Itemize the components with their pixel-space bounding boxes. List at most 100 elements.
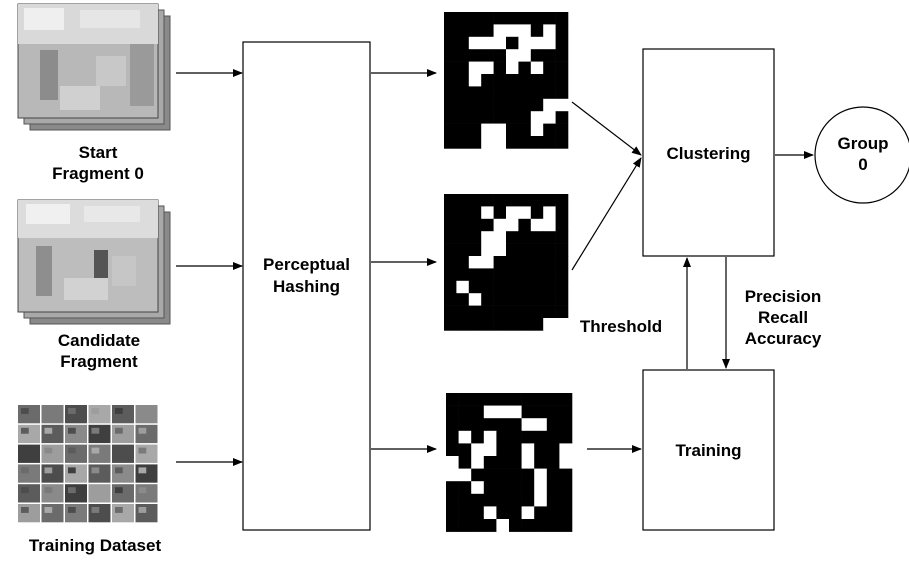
hash1-cell xyxy=(530,49,544,62)
dataset-thumbnail-detail xyxy=(68,408,76,414)
hash3-cell xyxy=(446,468,459,482)
dataset-thumbnail-detail xyxy=(91,487,100,494)
hash1-cell xyxy=(555,12,569,25)
hash1-cell xyxy=(481,24,494,38)
hash3-cell xyxy=(496,393,510,406)
hash1-cell xyxy=(493,49,507,62)
hash3-cell xyxy=(483,393,497,406)
hash2-cell xyxy=(481,206,494,220)
hash1-cell xyxy=(456,86,470,100)
dataset-thumbnail xyxy=(65,405,87,424)
hash3-cell xyxy=(509,443,522,457)
hash2-cell xyxy=(518,231,532,244)
dataset-thumbnail-detail xyxy=(138,447,147,454)
dataset-thumbnail-detail xyxy=(115,447,123,454)
hash2-cell xyxy=(530,305,544,319)
hash3-cell xyxy=(534,456,548,469)
hash1-cell xyxy=(493,86,507,100)
hash1-cell xyxy=(543,74,556,87)
hash1-cell xyxy=(468,12,482,25)
candidate-fragment-label: Candidate Fragment xyxy=(24,330,174,372)
dataset-thumbnail-detail xyxy=(138,507,147,513)
hash2-cell xyxy=(481,293,494,306)
hash3-cell xyxy=(521,506,535,520)
hash3-cell xyxy=(509,493,522,507)
hash2-cell xyxy=(555,318,569,331)
hash3-cell xyxy=(496,405,510,419)
dataset-thumbnail-detail xyxy=(115,408,123,414)
dataset-thumbnail-detail xyxy=(44,447,53,454)
hash2-cell xyxy=(555,194,569,207)
hash2-cell xyxy=(506,256,519,269)
hash1-cell xyxy=(530,36,544,50)
hash2-cell xyxy=(543,231,556,244)
hash3-cell xyxy=(458,468,472,482)
dataset-thumbnail-detail xyxy=(44,467,53,474)
hash3-cell xyxy=(496,481,510,495)
hash1-cell xyxy=(555,49,569,62)
dataset-thumbnail xyxy=(88,444,111,463)
hash1-cell xyxy=(468,36,482,50)
hash2-cell xyxy=(530,194,544,207)
hash1-cell xyxy=(543,49,556,62)
hash2-cell xyxy=(456,268,470,282)
dataset-thumbnail-detail xyxy=(44,427,53,434)
hash3-cell xyxy=(559,456,573,469)
hash3-cell xyxy=(471,481,485,495)
hash2-cell xyxy=(468,305,482,319)
hash1-cell xyxy=(468,24,482,38)
dataset-thumbnail xyxy=(112,484,134,503)
hash1-cell xyxy=(543,123,556,137)
hash1-cell xyxy=(481,74,494,87)
hash1-cell xyxy=(518,86,532,100)
perceptual-hashing-label: Perceptual Hashing xyxy=(243,254,370,298)
hash2-cell xyxy=(543,293,556,306)
hash2-cell xyxy=(444,194,457,207)
hash1-cell xyxy=(530,136,544,149)
dataset-thumbnail-detail xyxy=(91,427,100,434)
hash2-cell xyxy=(506,280,519,294)
hash3-cell xyxy=(546,519,560,532)
hash3-cell xyxy=(509,393,522,406)
hash3-cell xyxy=(509,405,522,419)
hash3-cell xyxy=(559,468,573,482)
hash2-cell xyxy=(493,280,507,294)
hash3-cell xyxy=(534,468,548,482)
hash3-cell xyxy=(559,405,573,419)
dataset-thumbnail xyxy=(18,484,40,503)
hash1-cell xyxy=(456,74,470,87)
dataset-thumbnail-detail xyxy=(21,408,29,414)
hash2-cell xyxy=(468,280,482,294)
hash3-cell xyxy=(496,519,510,532)
hash1-cell xyxy=(518,123,532,137)
hash3-cell xyxy=(546,481,560,495)
hash3-cell xyxy=(496,468,510,482)
hash2-cell xyxy=(493,268,507,282)
hash3-cell xyxy=(534,393,548,406)
hash3-cell xyxy=(483,456,497,469)
hash2-cell xyxy=(456,206,470,220)
dataset-thumbnail xyxy=(41,504,64,523)
hash2-cell xyxy=(456,280,470,294)
hash3-cell xyxy=(471,468,485,482)
hash2-cell xyxy=(555,256,569,269)
hash1-cell xyxy=(468,86,482,100)
clustering-box xyxy=(642,48,775,257)
hash1-cell xyxy=(506,86,519,100)
group-circle xyxy=(814,106,909,204)
metric-accuracy: Accuracy xyxy=(744,329,822,348)
hash1-cell xyxy=(456,98,470,112)
hash1-cell xyxy=(444,111,457,124)
hash2-cell xyxy=(543,280,556,294)
hash2-cell xyxy=(456,231,470,244)
hash1-cell xyxy=(555,136,569,149)
hash2-cell xyxy=(543,243,556,257)
dataset-thumbnail-detail xyxy=(21,467,29,474)
hash1-cell xyxy=(456,136,470,149)
hash2-cell xyxy=(506,218,519,232)
hash1-cell xyxy=(530,111,544,124)
hash1-cell xyxy=(468,111,482,124)
dataset-thumbnail-detail xyxy=(68,487,76,494)
hash2-cell xyxy=(493,243,507,257)
